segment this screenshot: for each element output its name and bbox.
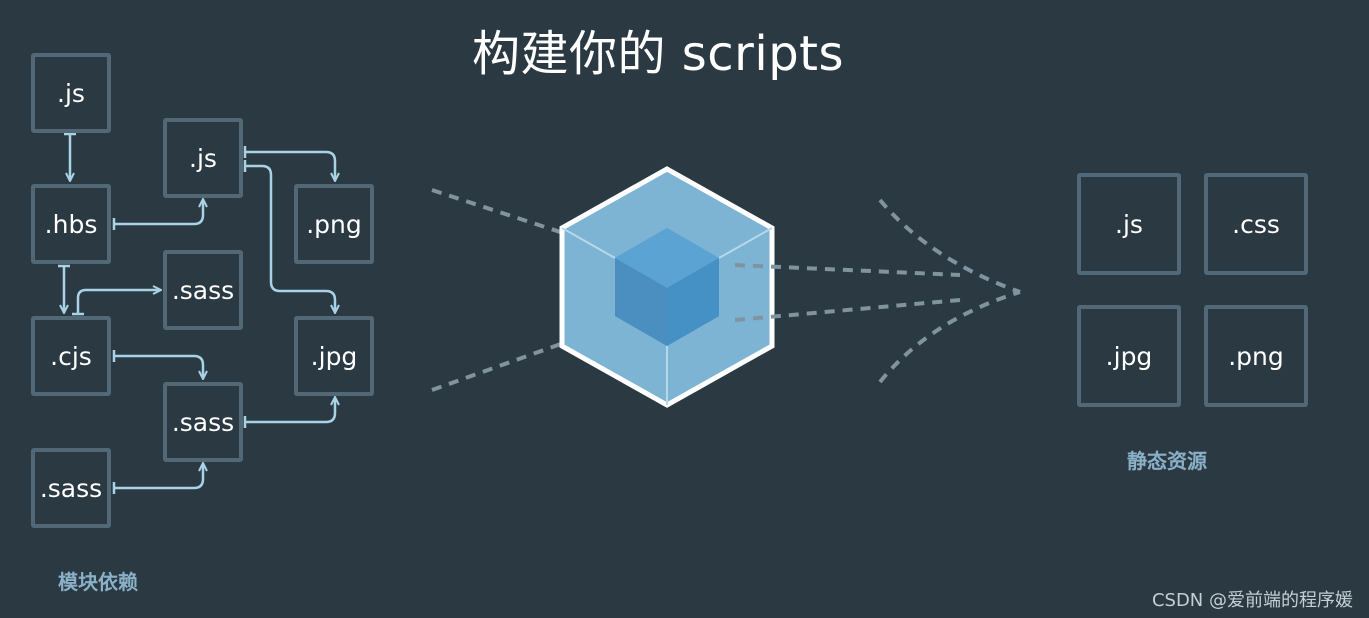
module-jpg: .jpg	[294, 316, 374, 396]
module-js-top: .js	[31, 53, 111, 133]
arrow-hbs-to-js	[114, 200, 203, 226]
webpack-cube-icon	[559, 166, 775, 408]
module-png: .png	[294, 184, 374, 264]
page-title: 构建你的 scripts	[471, 26, 845, 82]
arrow-cjs-to-sass-low	[114, 354, 203, 378]
asset-jpg: .jpg	[1077, 305, 1181, 407]
asset-png: .png	[1204, 305, 1308, 407]
module-sass-mid: .sass	[163, 250, 243, 330]
asset-js: .js	[1077, 173, 1181, 275]
static-assets-label: 静态资源	[1127, 449, 1207, 473]
module-js-mid: .js	[163, 118, 243, 198]
arrow-sass-to-jpg	[245, 398, 335, 424]
arrow-js-to-jpg	[245, 164, 335, 312]
module-hbs: .hbs	[31, 184, 111, 264]
output-flow-lines	[734, 198, 1021, 384]
module-cjs: .cjs	[31, 316, 111, 396]
arrow-cjs-to-sass	[76, 290, 160, 314]
module-sass-bottom: .sass	[31, 448, 111, 528]
arrow-sass-bottom-to-sass-low	[114, 464, 203, 490]
arrow-js-to-png	[245, 150, 335, 180]
asset-css: .css	[1204, 173, 1308, 275]
module-sass-low: .sass	[163, 382, 243, 462]
module-dependency-label: 模块依赖	[58, 570, 138, 594]
watermark: CSDN @爱前端的程序媛	[1151, 590, 1353, 611]
